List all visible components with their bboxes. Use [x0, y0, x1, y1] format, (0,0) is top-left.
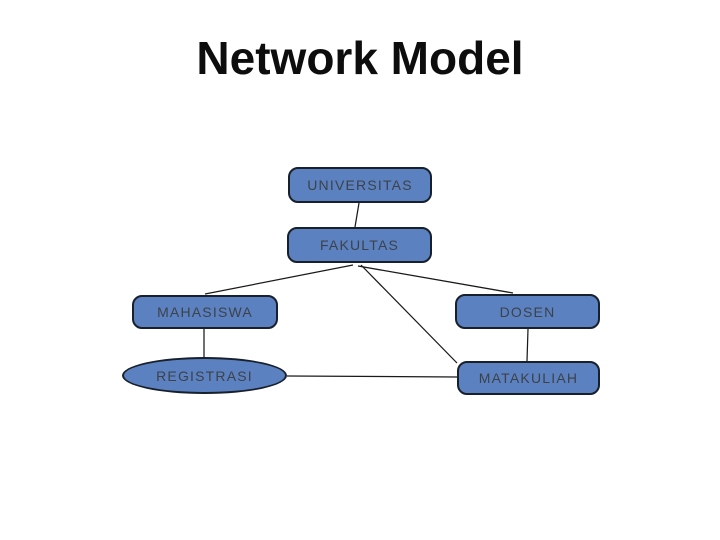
node-matakuliah: MATAKULIAH — [457, 361, 600, 395]
edge-registrasi-matakuliah — [286, 375, 458, 378]
node-matakuliah-label: MATAKULIAH — [478, 370, 579, 386]
node-mahasiswa: MAHASISWA — [132, 295, 278, 329]
node-mahasiswa-label: MAHASISWA — [157, 304, 253, 320]
node-registrasi: REGISTRASI — [122, 357, 287, 394]
node-dosen: DOSEN — [455, 294, 600, 329]
node-universitas: UNIVERSITAS — [288, 167, 432, 203]
node-fakultas: FAKULTAS — [287, 227, 432, 263]
edge-fakultas-dosen — [357, 265, 514, 294]
node-dosen-label: DOSEN — [499, 303, 556, 320]
edge-fakultas-matakuliah — [360, 264, 458, 364]
edge-fakultas-mahasiswa — [204, 264, 354, 295]
node-registrasi-label: REGISTRASI — [156, 367, 253, 384]
node-universitas-label: UNIVERSITAS — [307, 177, 413, 193]
edge-universitas-fakultas — [354, 202, 360, 228]
edge-dosen-matakuliah — [526, 328, 529, 362]
slide-title: Network Model — [196, 32, 524, 84]
node-fakultas-label: FAKULTAS — [319, 237, 400, 253]
